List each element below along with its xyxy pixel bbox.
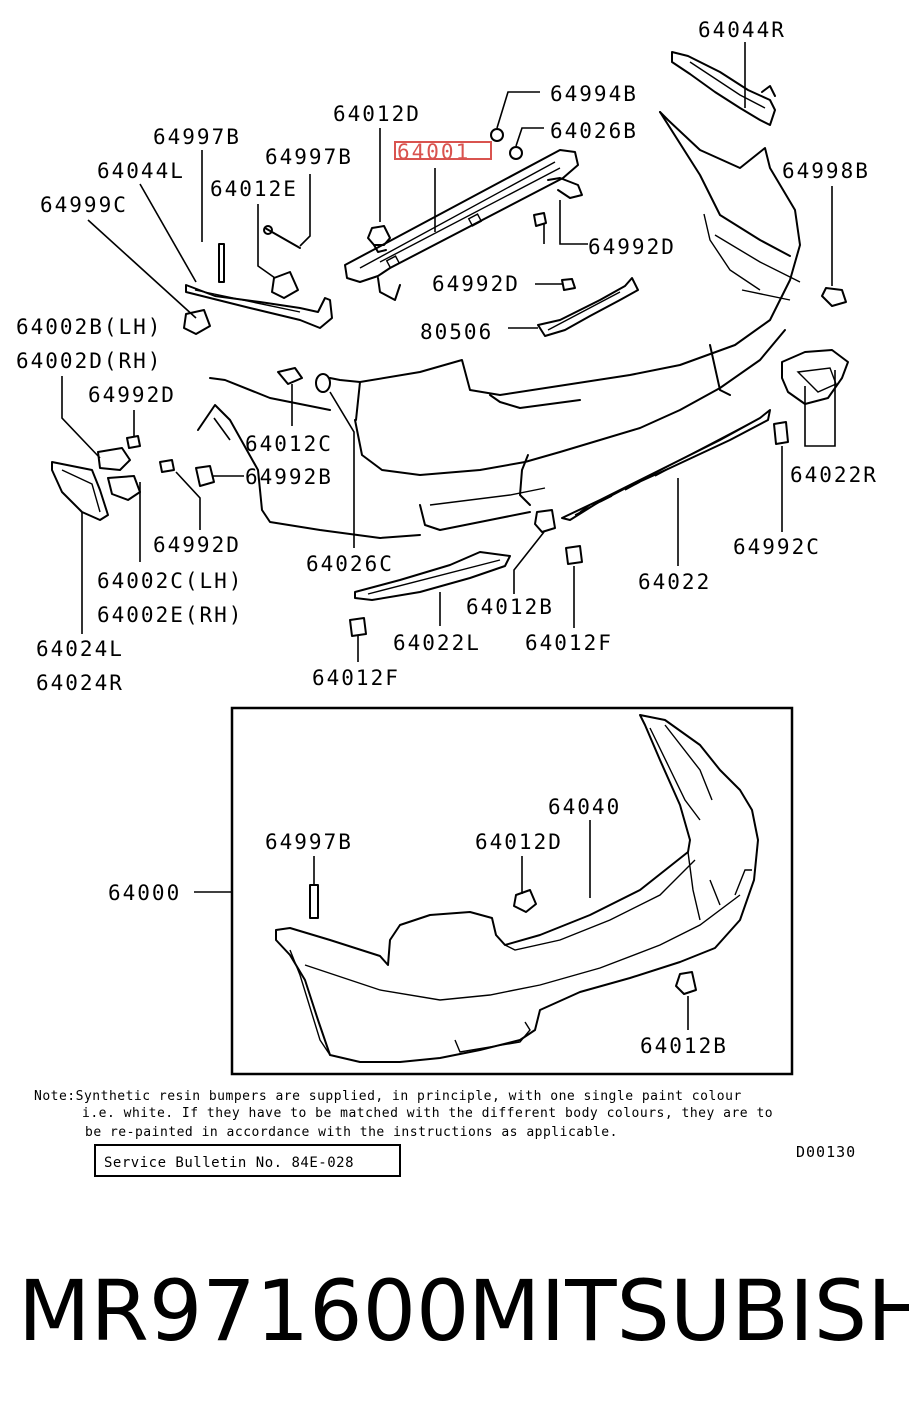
label-64012f: 64012F [312, 666, 400, 690]
assembly-inset: 64040 64997B 64012D 64000 64012B [108, 706, 794, 1076]
label-64002e: 64002E(RH) [97, 603, 243, 627]
note-line-1: Note:Synthetic resin bumpers are supplie… [34, 1089, 742, 1104]
label-64024r: 64024R [36, 671, 124, 695]
clip-64012e [271, 271, 299, 299]
bracket-80506 [537, 277, 639, 337]
label-64994b: 64994B [550, 82, 638, 106]
label-64012f: 64012F [525, 631, 613, 655]
guard-64022l [354, 551, 511, 601]
label-64997b: 64997B [153, 125, 241, 149]
leader-lines [61, 42, 836, 662]
footer: MR971600 MITSUBISHI [18, 1262, 909, 1360]
label-64022r: 64022R [790, 463, 878, 487]
label-64992b: 64992B [245, 465, 333, 489]
label-64026b: 64026B [550, 119, 638, 143]
bolt-64998b [821, 287, 847, 307]
bumper-cover-drawing [197, 111, 801, 539]
moulding-64022 [561, 409, 771, 521]
note-line-2: i.e. white. If they have to be matched w… [82, 1106, 773, 1121]
grommet-64999c [183, 309, 211, 335]
label-64022: 64022 [638, 570, 711, 594]
label-64012c: 64012C [245, 432, 333, 456]
label-64002d: 64002D(RH) [16, 349, 162, 373]
label-64002c: 64002C(LH) [97, 569, 243, 593]
label-64044r: 64044R [698, 18, 786, 42]
label-64998b: 64998B [782, 159, 870, 183]
bracket-64044l [185, 284, 333, 329]
label-64002b: 64002B(LH) [16, 315, 162, 339]
part-number: MR971600 [18, 1262, 470, 1360]
service-bulletin-text: Service Bulletin No. 84E-028 [104, 1155, 354, 1171]
label-64000: 64000 [108, 881, 181, 905]
fastener-64994b [490, 128, 523, 160]
nut-64026c [315, 373, 331, 393]
clips-64012b-64012f [349, 509, 583, 637]
exploded-view [51, 42, 849, 662]
label-64992d: 64992D [88, 383, 176, 407]
label-64024l: 64024L [36, 637, 124, 661]
clip-64012d-top [367, 225, 391, 253]
note-line-3: be re-painted in accordance with the ins… [85, 1125, 618, 1140]
screw-64992c [773, 421, 789, 445]
label-64012b: 64012B [640, 1034, 728, 1058]
screws-64992d [126, 212, 576, 473]
diagram-code: D00130 [796, 1143, 856, 1161]
service-bulletin: Service Bulletin No. 84E-028 [94, 1144, 401, 1177]
side-piece-64024 [51, 461, 109, 521]
inset-leader-lines [194, 820, 689, 1030]
screw-64992b [195, 465, 215, 487]
clip-64012c [277, 367, 303, 385]
label-64044l: 64044L [97, 159, 185, 183]
reinforcement-64001 [344, 149, 583, 301]
label-64997b: 64997B [265, 145, 353, 169]
bracket-64044r [671, 51, 776, 126]
label-64001: 64001 [397, 140, 470, 164]
guard-64022r [781, 349, 849, 405]
part-labels-upper: 64044R 64994B 64012D 64026B 64997B 64001… [16, 18, 878, 695]
label-64992c: 64992C [733, 535, 821, 559]
brand-name: MITSUBISHI [468, 1262, 909, 1360]
label-64040: 64040 [548, 795, 621, 819]
inset-fasteners [309, 884, 697, 995]
highlight-box-64001 [394, 141, 492, 160]
label-64012d: 64012D [333, 102, 421, 126]
label-64012d: 64012D [475, 830, 563, 854]
label-64012e: 64012E [210, 177, 298, 201]
inset-frame [230, 706, 794, 1076]
label-64992d: 64992D [153, 533, 241, 557]
label-64992d: 64992D [432, 272, 520, 296]
bracket-64002 [97, 447, 141, 501]
inset-bumper-drawing [275, 714, 759, 1063]
label-64999c: 64999C [40, 193, 128, 217]
label-64997b: 64997B [265, 830, 353, 854]
label-64992d: 64992D [588, 235, 676, 259]
label-64012b: 64012B [466, 595, 554, 619]
label-64026c: 64026C [306, 552, 394, 576]
pins-64997b [218, 225, 301, 283]
label-80506: 80506 [420, 320, 493, 344]
service-bulletin-frame [94, 1144, 401, 1177]
note-block: Note:Synthetic resin bumpers are supplie… [34, 1089, 773, 1140]
label-64022l: 64022L [393, 631, 481, 655]
